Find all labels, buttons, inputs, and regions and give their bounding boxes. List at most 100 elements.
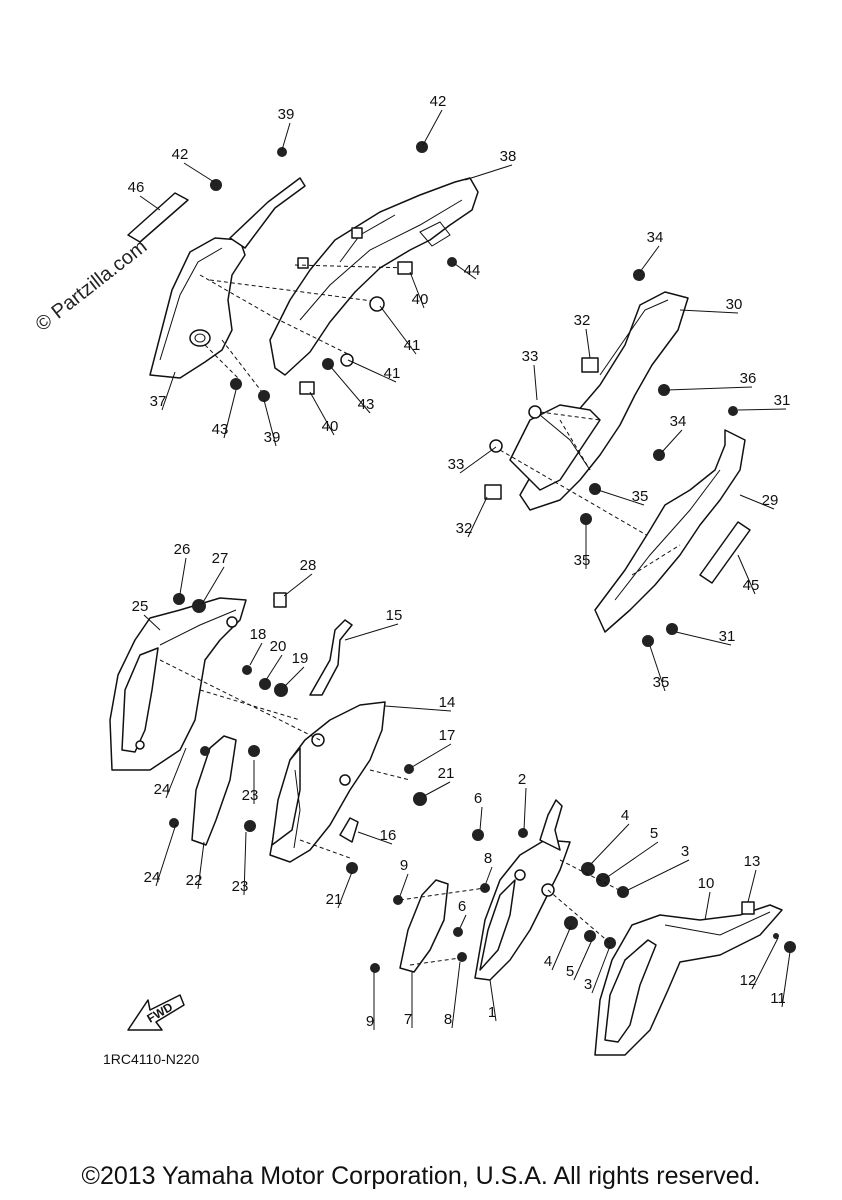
callout-leader [459,446,497,474]
fastener-lower-right [370,828,796,973]
callout-39: 39 [278,106,295,123]
callout-leader [161,371,176,411]
callout-leader [666,386,753,391]
callout-3: 3 [681,843,689,860]
callout-leader [551,925,572,971]
callout-leader [649,645,666,692]
copyright: ©2013 Yamaha Motor Corporation, U.S.A. A… [81,1162,761,1190]
callout-35: 35 [574,552,591,569]
callout-9: 9 [400,857,408,874]
callout-10: 10 [698,875,715,892]
callout-5: 5 [650,825,658,842]
callout-34: 34 [670,413,687,430]
callout-46: 46 [128,179,145,196]
callout-leader [454,263,477,280]
cover-37 [149,237,246,379]
callout-leader [739,494,775,510]
callout-leader [591,945,611,994]
callout-leader [589,823,630,866]
callout-leader [197,841,205,890]
callout-35: 35 [653,674,670,691]
callout-8: 8 [484,850,492,867]
callout-leader [533,364,538,401]
callout-leader [155,823,177,887]
callout-leader [384,705,452,712]
callout-38: 38 [500,148,517,165]
callout-4: 4 [621,807,629,824]
callout-43: 43 [358,396,375,413]
pipe-15 [309,619,353,696]
side-cover-10-group: FWD 1RC4110-N220 [103,799,796,1067]
diagram-code: 1RC4110-N220 [103,1051,199,1067]
callout-7: 7 [404,1011,412,1028]
callout-leader [675,631,732,646]
side-cover-25-group [109,592,427,874]
callout-44: 44 [464,262,481,279]
callout-leader [201,566,225,605]
callout-3: 3 [584,976,592,993]
callout-leader [605,841,659,879]
callout-leader [489,979,497,1022]
callout-leader [704,891,711,921]
callout-4: 4 [544,953,552,970]
callout-leader [661,429,683,453]
callout-23: 23 [242,787,259,804]
callout-12: 12 [740,972,757,989]
side-cover-30-29-group [484,269,751,647]
fastener-middle-left [169,593,427,874]
callout-leader [411,743,452,768]
callout-11: 11 [770,990,786,1007]
callout-leader [399,873,409,897]
callout-42: 42 [172,146,189,163]
callout-leader [281,122,291,151]
callout-21: 21 [326,891,343,908]
cover-29 [594,429,746,633]
callout-leader [309,391,335,436]
callout-6: 6 [474,790,482,807]
callout-leader [283,573,313,597]
callout-33: 33 [522,348,539,365]
callout-leader [423,781,451,797]
fastener-top-right [580,269,738,647]
callout-leader [243,831,247,896]
fastener-top-left [210,141,457,402]
callout-leader [344,623,399,641]
callout-leader [627,859,690,891]
bracket-1-top [539,799,563,851]
callout-leader [265,654,283,681]
panel-22 [191,735,237,846]
callout-leader [781,951,791,1008]
callout-leader [451,961,461,1029]
bracket-38 [269,177,479,376]
callout-31: 31 [719,628,736,645]
callout-15: 15 [386,607,403,624]
callout-leader [485,866,493,884]
callout-leader [747,869,757,903]
callout-leader [357,831,393,845]
callout-22: 22 [186,872,203,889]
callout-43: 43 [212,421,229,438]
callout-leader [597,489,645,506]
callout-leader [143,614,161,631]
callout-8: 8 [444,1011,452,1028]
callout-leader [751,937,779,990]
fwd-arrow-icon: FWD [127,994,185,1031]
callout-17: 17 [439,727,456,744]
callout-23: 23 [232,878,249,895]
callout-leader [479,806,483,831]
callout-37: 37 [150,393,167,410]
callout-leader [464,164,513,181]
cover-10 [594,904,783,1056]
callout-leader [223,389,237,439]
callout-6: 6 [458,898,466,915]
callout-leader [379,305,417,355]
callout-leader [737,554,756,595]
decal-45 [699,521,751,584]
callout-leader [337,871,353,909]
callout-leader [422,109,443,146]
decal-46 [127,192,189,243]
panel-7 [399,879,449,973]
side-cover-37-group [127,141,479,402]
callout-40: 40 [412,291,429,308]
callout-27: 27 [212,550,229,567]
